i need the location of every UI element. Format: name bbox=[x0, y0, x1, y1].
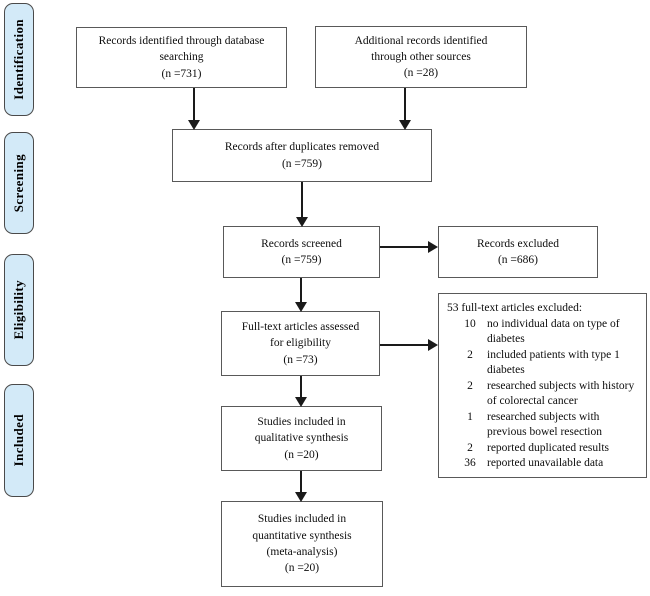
stage-screening: Screening bbox=[4, 132, 34, 234]
exclusion-item-count: 10 bbox=[464, 317, 476, 330]
exclusion-item: 1 researched subjects with previous bowel… bbox=[447, 410, 640, 441]
arrowhead-icon bbox=[295, 492, 307, 502]
box-records-screened: Records screened (n =759) bbox=[223, 226, 380, 278]
box-qualitative-synthesis: Studies included in qualitative synthesi… bbox=[221, 406, 382, 471]
box-records-excluded: Records excluded (n =686) bbox=[438, 226, 598, 278]
exclusion-item: 2 researched subjects with history of col… bbox=[447, 379, 640, 410]
arrow-additional-to-duplicates bbox=[399, 88, 411, 130]
exclusion-item: 36 reported unavailable data bbox=[447, 456, 640, 472]
exclusion-item-reason: no individual data on type of diabetes bbox=[487, 317, 620, 346]
exclusion-item-count: 2 bbox=[467, 379, 473, 392]
exclusion-list: 10 no individual data on type of diabetes… bbox=[447, 317, 640, 472]
exclusion-item-reason: researched subjects with previous bowel … bbox=[487, 410, 602, 439]
exclusion-heading: 53 full-text articles excluded: bbox=[447, 302, 583, 314]
arrowhead-icon bbox=[188, 120, 200, 130]
stage-screening-label: Screening bbox=[11, 153, 26, 213]
arrowhead-icon bbox=[295, 302, 307, 312]
arrowhead-icon bbox=[428, 339, 438, 351]
stage-included-label: Included bbox=[11, 414, 26, 467]
exclusion-item-count: 1 bbox=[467, 410, 473, 423]
stage-included: Included bbox=[4, 384, 34, 497]
arrow-duplicates-to-screened bbox=[296, 182, 308, 227]
exclusion-item-count: 2 bbox=[467, 348, 473, 361]
arrow-screened-to-fulltext bbox=[295, 278, 307, 312]
arrowhead-icon bbox=[295, 397, 307, 407]
arrow-screened-to-excluded bbox=[380, 241, 438, 253]
arrowhead-icon bbox=[428, 241, 438, 253]
arrowhead-icon bbox=[399, 120, 411, 130]
box-additional-records: Additional records identified through ot… bbox=[315, 26, 527, 88]
stage-eligibility: Eligibility bbox=[4, 254, 34, 366]
exclusion-item: 2 reported duplicated results bbox=[447, 441, 640, 457]
exclusion-item-count: 36 bbox=[464, 457, 476, 470]
exclusion-item-count: 2 bbox=[467, 441, 473, 454]
exclusion-item-reason: included patients with type 1 diabetes bbox=[487, 348, 620, 377]
exclusion-item-reason: reported unavailable data bbox=[487, 457, 604, 470]
exclusion-item-reason: reported duplicated results bbox=[487, 441, 609, 454]
stage-identification: Identification bbox=[4, 3, 34, 116]
box-after-duplicates: Records after duplicates removed (n =759… bbox=[172, 129, 432, 182]
arrow-fulltext-to-qualitative bbox=[295, 376, 307, 407]
box-fulltext-excluded-reasons: 53 full-text articles excluded: 10 no ind… bbox=[438, 293, 647, 478]
stage-eligibility-label: Eligibility bbox=[11, 280, 26, 340]
arrow-qualitative-to-quantitative bbox=[295, 471, 307, 502]
stage-identification-label: Identification bbox=[11, 19, 26, 100]
box-quantitative-synthesis: Studies included in quantitative synthes… bbox=[221, 501, 383, 587]
arrow-identified-to-duplicates bbox=[188, 88, 200, 130]
box-fulltext-assessed: Full-text articles assessed for eligibil… bbox=[221, 311, 380, 376]
exclusion-item-reason: researched subjects with history of colo… bbox=[487, 379, 635, 408]
box-records-identified: Records identified through database sear… bbox=[76, 27, 287, 88]
exclusion-item: 2 included patients with type 1 diabetes bbox=[447, 348, 640, 379]
arrow-fulltext-to-exclusion-reasons bbox=[380, 339, 438, 351]
exclusion-item: 10 no individual data on type of diabetes bbox=[447, 317, 640, 348]
arrowhead-icon bbox=[296, 217, 308, 227]
